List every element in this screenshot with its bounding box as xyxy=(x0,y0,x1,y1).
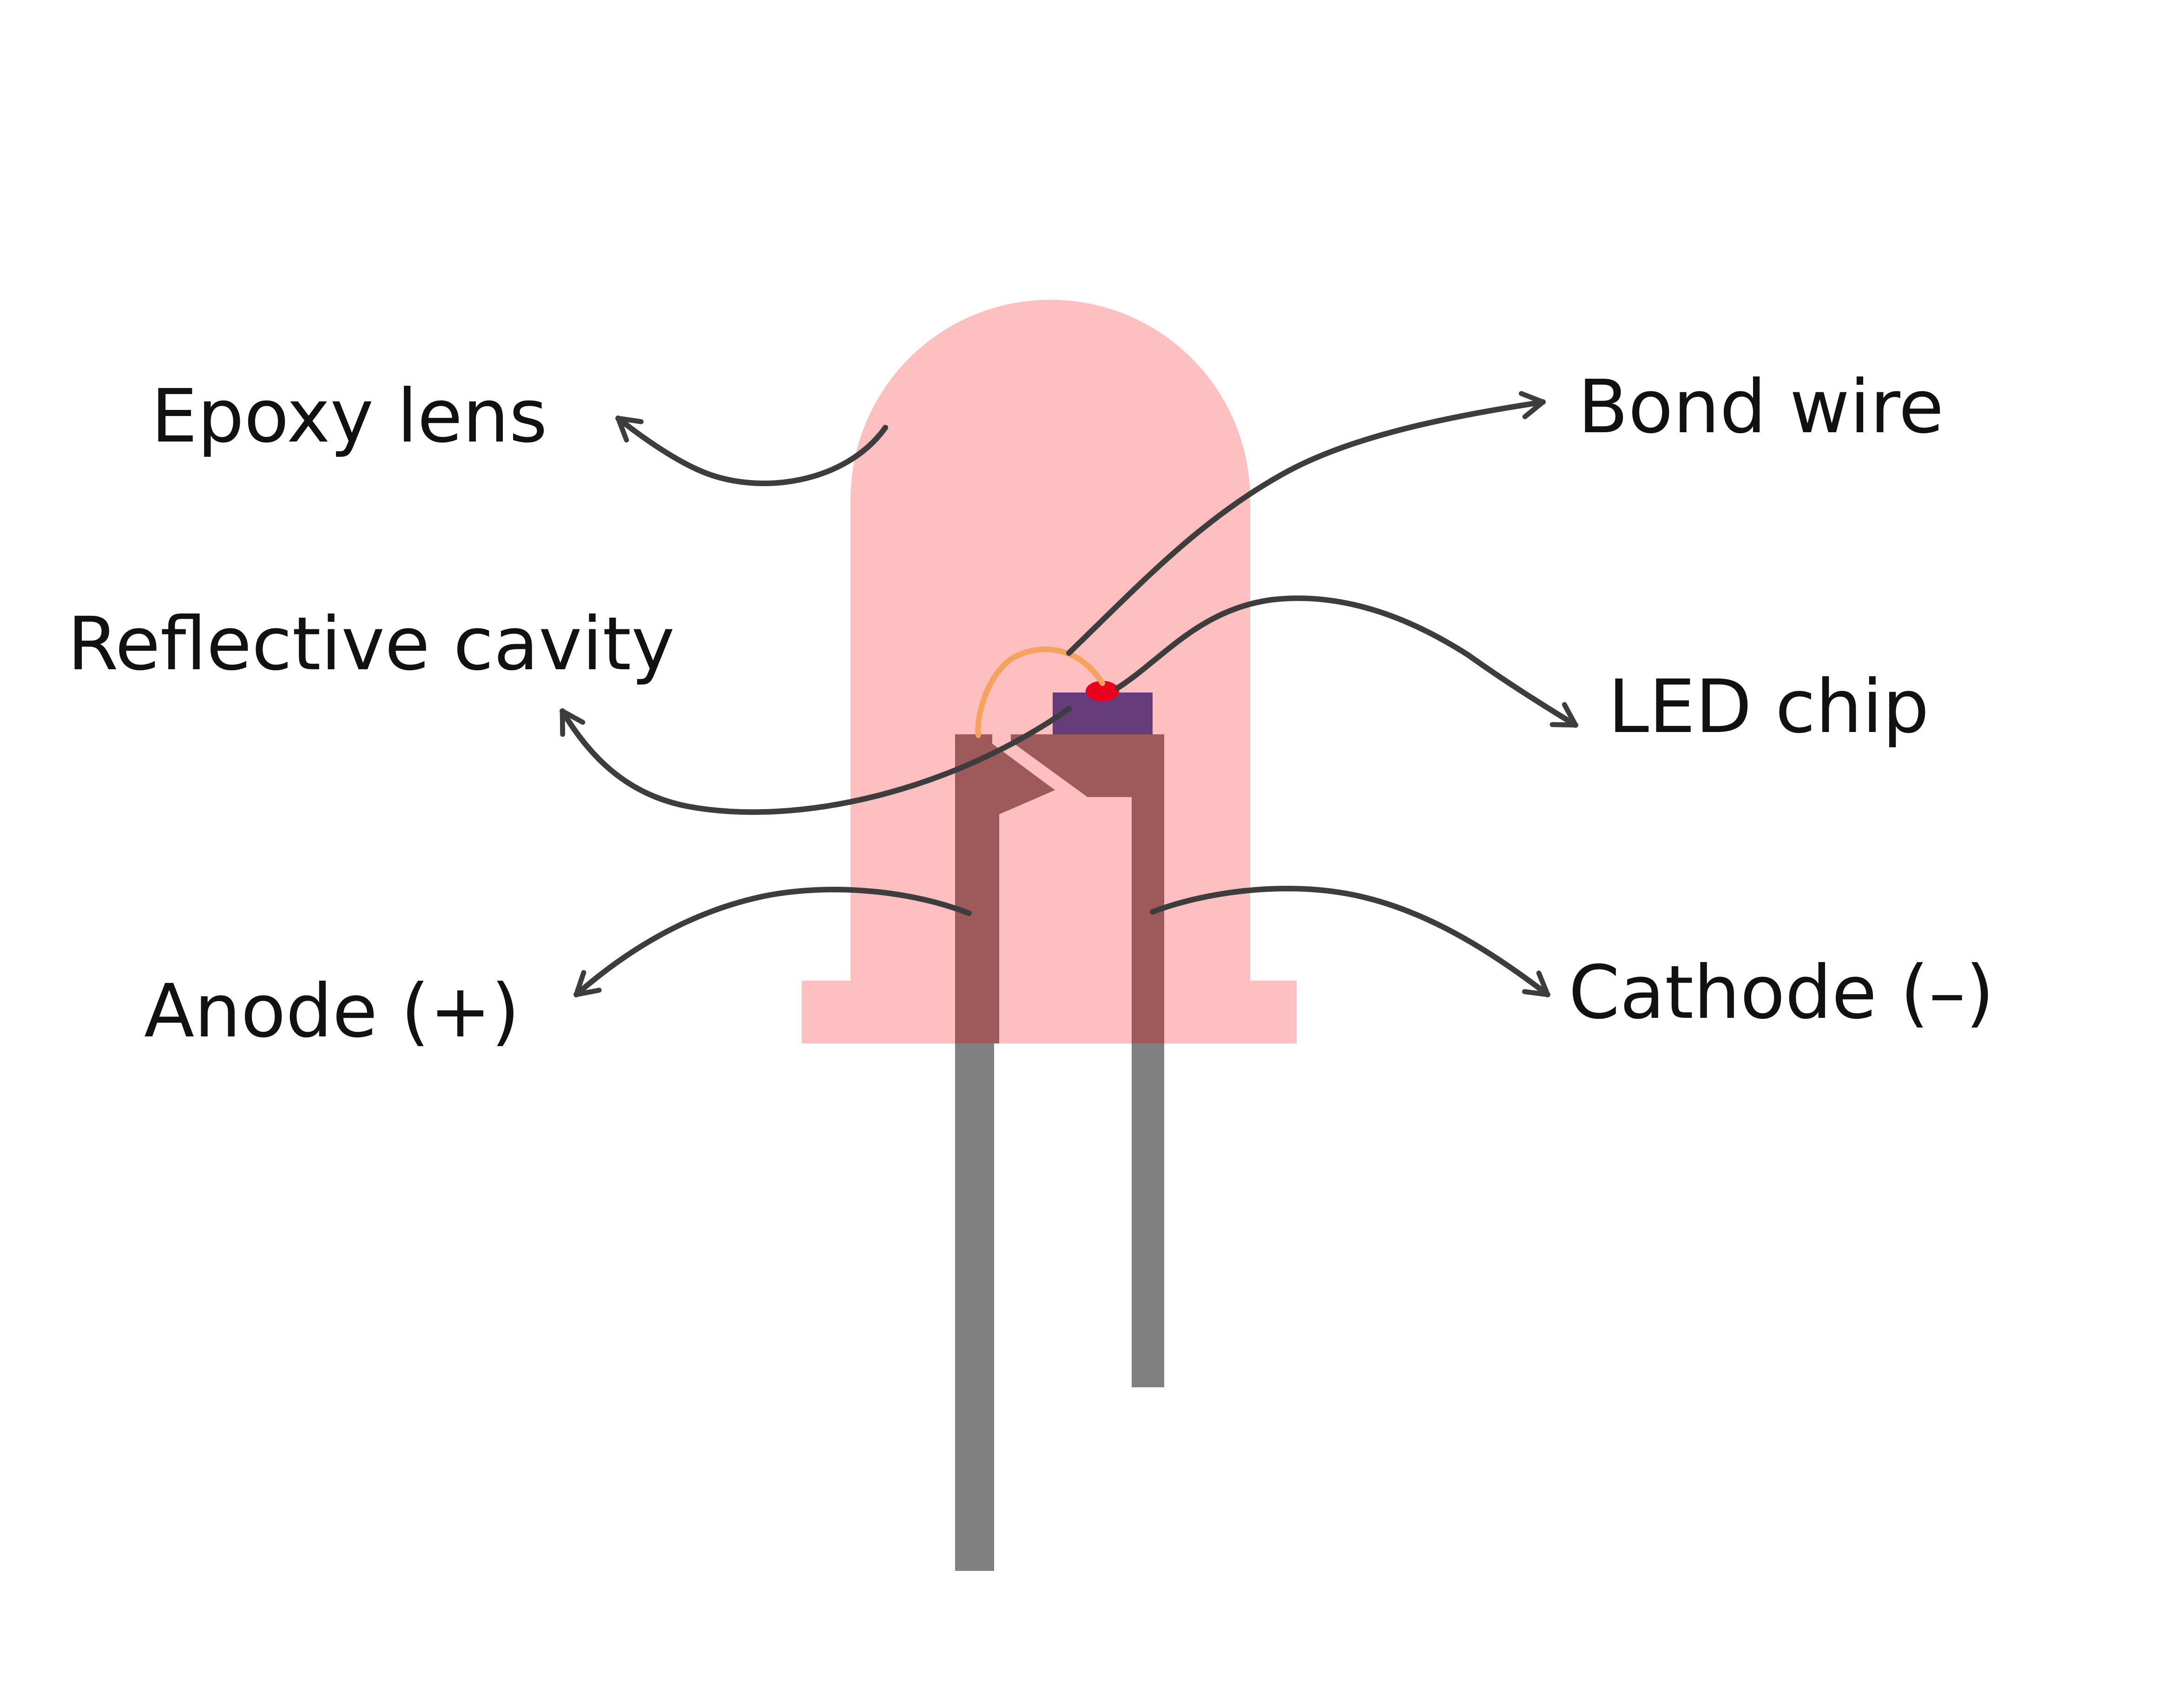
bond-wire xyxy=(975,646,1105,738)
led-chip-label: LED chip xyxy=(1608,664,1929,750)
epoxy-lens-arrow xyxy=(615,415,888,486)
reflective-cavity-arrow xyxy=(560,706,1072,815)
anode-lead-inner xyxy=(955,734,1055,1043)
bond-wire-label: Bond wire xyxy=(1578,364,1944,450)
epoxy-lens-body xyxy=(802,300,1297,1043)
epoxy-lens-label: Epoxy lens xyxy=(151,374,547,459)
anode-lead-outer xyxy=(955,1043,994,1571)
bond-wire-arrow xyxy=(1066,391,1546,656)
reflective-cavity-label: Reflective cavity xyxy=(67,601,675,687)
cathode-label: Cathode (–) xyxy=(1569,950,1994,1035)
emitter-dot xyxy=(1086,681,1119,701)
cathode-arrow xyxy=(1150,885,1550,997)
anode-arrow xyxy=(574,887,972,997)
cathode-lead-inner xyxy=(1011,734,1164,1043)
anode-label: Anode (+) xyxy=(144,969,520,1054)
cathode-lead-outer xyxy=(1132,1043,1164,1387)
led-chip-arrow xyxy=(1115,595,1578,728)
